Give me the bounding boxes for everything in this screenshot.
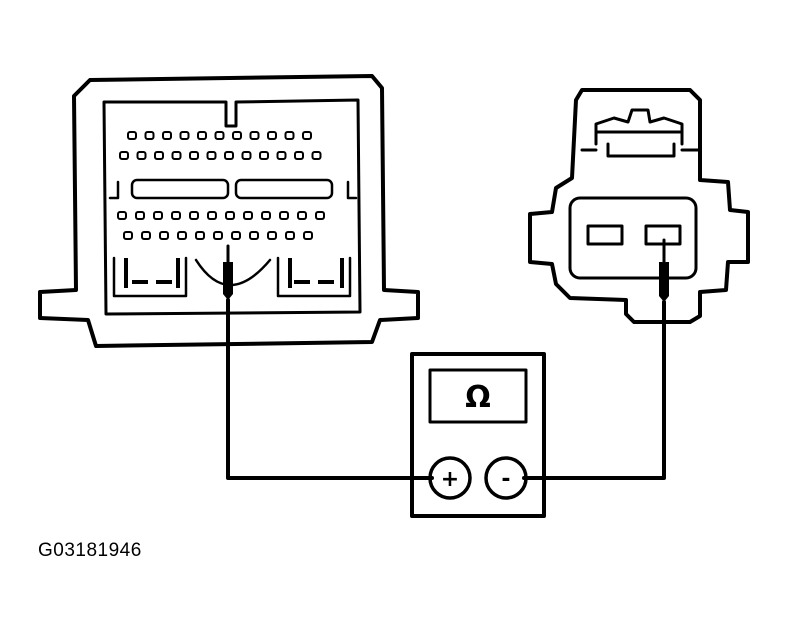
ecu-pin — [297, 211, 307, 220]
ecu-pin — [302, 131, 312, 140]
meter-display-symbol: Ω — [465, 380, 491, 415]
ecu-pin — [303, 231, 313, 240]
ecu-pin — [162, 131, 172, 140]
ecu-lower-left-cavity — [112, 256, 188, 298]
ecu-pin — [285, 231, 295, 240]
ecu-pin — [225, 211, 235, 220]
ecu-pin — [179, 131, 190, 140]
ecu-housing — [38, 74, 420, 348]
ecu-cavity-post — [124, 258, 128, 288]
sensor-socket — [568, 196, 698, 280]
ecu-pin — [284, 131, 295, 140]
ecu-pin — [136, 151, 147, 160]
ecu-terminal-dash — [156, 280, 172, 284]
ecu-pin — [206, 151, 217, 160]
sensor-housing — [528, 88, 750, 324]
ecu-mid-bracket-right — [346, 180, 358, 200]
ecu-pin — [261, 211, 271, 220]
positive-probe-body — [223, 262, 233, 300]
ecu-pin — [195, 231, 205, 240]
figure-id: G03181946 — [38, 540, 142, 561]
ecu-pin — [315, 211, 325, 220]
sensor-terminal-1 — [586, 224, 624, 246]
sensor-latch — [594, 108, 684, 158]
ecu-pin — [135, 211, 145, 220]
ecu-pin — [154, 151, 164, 160]
ecu-cavity-post — [176, 258, 180, 288]
ecu-pin — [294, 151, 304, 160]
meter-negative-terminal — [484, 456, 528, 500]
positive-lead-wire — [226, 298, 434, 480]
ecu-pin — [159, 231, 169, 240]
meter-positive-symbol: + — [441, 467, 459, 492]
test-leads — [223, 238, 669, 480]
ecu-pin — [231, 231, 241, 240]
ecu-pin — [279, 211, 289, 220]
ecu-pin — [189, 151, 199, 160]
meter-positive-terminal — [428, 456, 472, 500]
ecu-pin — [153, 211, 163, 220]
ecu-pin — [267, 231, 277, 240]
negative-probe-body — [659, 262, 669, 302]
ecu-pin — [189, 211, 199, 220]
ecu-right-slot — [234, 178, 334, 200]
ecu-pin — [144, 131, 155, 140]
meter-body — [410, 352, 546, 518]
ecu-pin — [276, 151, 287, 160]
ecu-pin — [117, 211, 127, 220]
ecu-terminal-dash — [132, 280, 148, 284]
ecu-terminal-dash — [318, 280, 334, 284]
ecu-pin — [249, 231, 259, 240]
ecu-pin — [197, 131, 207, 140]
ecu-cavity-post — [340, 258, 344, 288]
ecu-pin — [119, 151, 129, 160]
ecu-terminal-dash — [294, 280, 310, 284]
ecu-pin — [123, 231, 133, 240]
ecu-pin — [207, 211, 217, 220]
ecu-pin — [241, 151, 252, 160]
ecu-mid-bracket-left — [108, 180, 120, 200]
ecu-pin — [311, 151, 322, 160]
ecu-pin — [267, 131, 277, 140]
sensor-connector — [528, 88, 750, 324]
ecu-left-slot — [130, 178, 230, 200]
ecu-pin-array — [117, 131, 325, 240]
ohmmeter: Ω + - — [410, 352, 546, 518]
ecu-inner-frame — [102, 98, 362, 316]
ecu-pin — [171, 151, 182, 160]
negative-lead-wire — [522, 300, 666, 480]
meter-display — [428, 368, 528, 424]
meter-negative-symbol: - — [501, 467, 510, 492]
ecu-pin — [141, 231, 151, 240]
ecu-pin — [127, 131, 137, 140]
ecu-pin — [259, 151, 269, 160]
ecu-pin — [249, 131, 260, 140]
ecu-cavity-post — [288, 258, 292, 288]
ecu-pin — [214, 131, 225, 140]
ecu-connector — [38, 74, 420, 348]
ecu-pin — [213, 231, 223, 240]
ecu-pin — [243, 211, 253, 220]
ecu-lower-right-cavity — [276, 256, 352, 298]
ecu-pin — [224, 151, 234, 160]
ecu-pin — [177, 231, 187, 240]
ecu-pin — [232, 131, 242, 140]
ecu-pin — [171, 211, 181, 220]
